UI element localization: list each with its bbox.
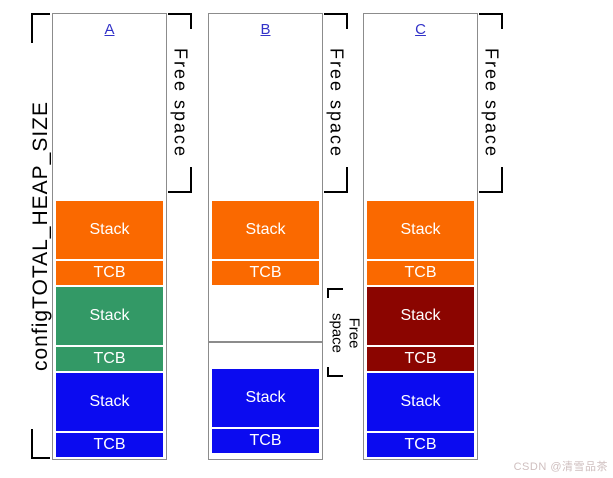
bracket-corner-top-left <box>31 13 50 43</box>
tcb-block: TCB <box>367 261 474 285</box>
free-space-label-a: Free space <box>170 47 191 159</box>
bracket-corner-bottom-right <box>479 167 503 193</box>
column-b-header-link[interactable]: B <box>260 21 271 38</box>
memory-box-b: B Stack TCB Stack TCB <box>208 13 323 460</box>
bracket-corner-bottom-right <box>168 167 192 193</box>
memory-box-c: C Stack TCB Stack TCB Stack TCB <box>363 13 478 460</box>
free-space-bracket-b-middle: Free space <box>325 288 365 377</box>
tcb-block: TCB <box>212 261 319 285</box>
bracket-corner-top <box>327 288 343 298</box>
stack-block: Stack <box>56 287 163 345</box>
heap-size-label: configTOTAL_HEAP_SIZE <box>28 101 52 371</box>
bracket-corner-bottom <box>327 367 343 377</box>
bracket-corner-top-right <box>168 13 192 29</box>
csdn-watermark: CSDN @清雪品茶 <box>513 461 608 473</box>
tcb-block: TCB <box>56 347 163 371</box>
tcb-block: TCB <box>212 429 319 453</box>
stack-block: Stack <box>212 201 319 259</box>
free-space-bracket-b: Free space <box>324 13 348 193</box>
heap-size-bracket: configTOTAL_HEAP_SIZE <box>28 13 52 459</box>
free-space-bracket-a: Free space <box>168 13 192 193</box>
bracket-corner-top-right <box>324 13 348 29</box>
freed-space-lower <box>212 343 319 369</box>
stack-block: Stack <box>367 287 474 345</box>
bracket-corner-top-right <box>479 13 503 29</box>
free-space-label-c: Free space <box>481 47 502 159</box>
stack-block: Stack <box>367 201 474 259</box>
free-space-label-b-middle: Free space <box>329 312 363 353</box>
bracket-corner-bottom-left <box>31 429 50 459</box>
freed-space-upper <box>212 287 319 341</box>
free-space-divider-line <box>209 341 322 343</box>
column-c-blocks: Stack TCB Stack TCB Stack TCB <box>367 201 474 459</box>
tcb-block: TCB <box>56 261 163 285</box>
column-b-blocks: Stack TCB Stack TCB <box>209 201 322 455</box>
bracket-corner-bottom-right <box>324 167 348 193</box>
tcb-block: TCB <box>367 347 474 371</box>
stack-block: Stack <box>212 369 319 427</box>
column-a-header-link[interactable]: A <box>104 21 115 38</box>
stack-block: Stack <box>367 373 474 431</box>
stack-block: Stack <box>56 201 163 259</box>
tcb-block: TCB <box>56 433 163 457</box>
stack-block: Stack <box>56 373 163 431</box>
tcb-block: TCB <box>367 433 474 457</box>
memory-box-a: A Stack TCB Stack TCB Stack TCB <box>52 13 167 460</box>
column-c-header-link[interactable]: C <box>415 21 426 38</box>
column-a-blocks: Stack TCB Stack TCB Stack TCB <box>56 201 163 459</box>
free-space-bracket-c: Free space <box>479 13 503 193</box>
free-space-label-b: Free space <box>326 47 347 159</box>
